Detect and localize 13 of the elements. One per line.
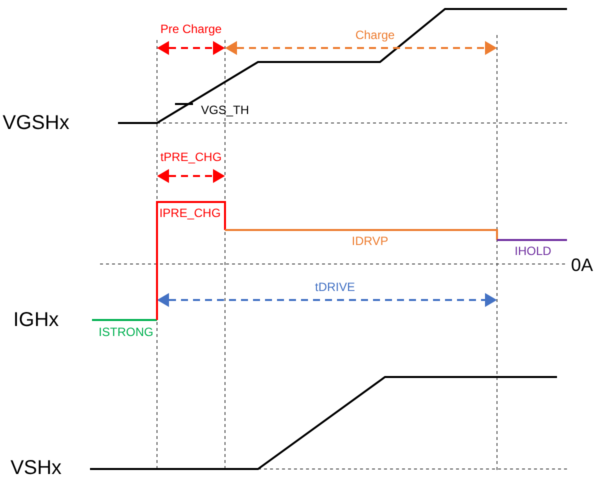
signal-name: VGSHx: [2, 113, 70, 133]
current-label: ISTRONG: [98, 326, 154, 338]
signal-name: VSHx: [10, 458, 62, 478]
reference-label: 0A: [570, 256, 594, 274]
time-label: tDRIVE: [315, 281, 355, 293]
current-label: IPRE_CHG: [159, 207, 221, 219]
current-label: IHOLD: [514, 245, 552, 257]
time-label: tPRE_CHG: [160, 151, 222, 163]
phase-label: Charge: [355, 29, 395, 41]
phase-label: Pre Charge: [160, 23, 222, 35]
signal-name: IGHx: [13, 310, 59, 330]
threshold-label: VGS_TH: [201, 104, 249, 116]
current-label: IDRVP: [352, 235, 388, 247]
